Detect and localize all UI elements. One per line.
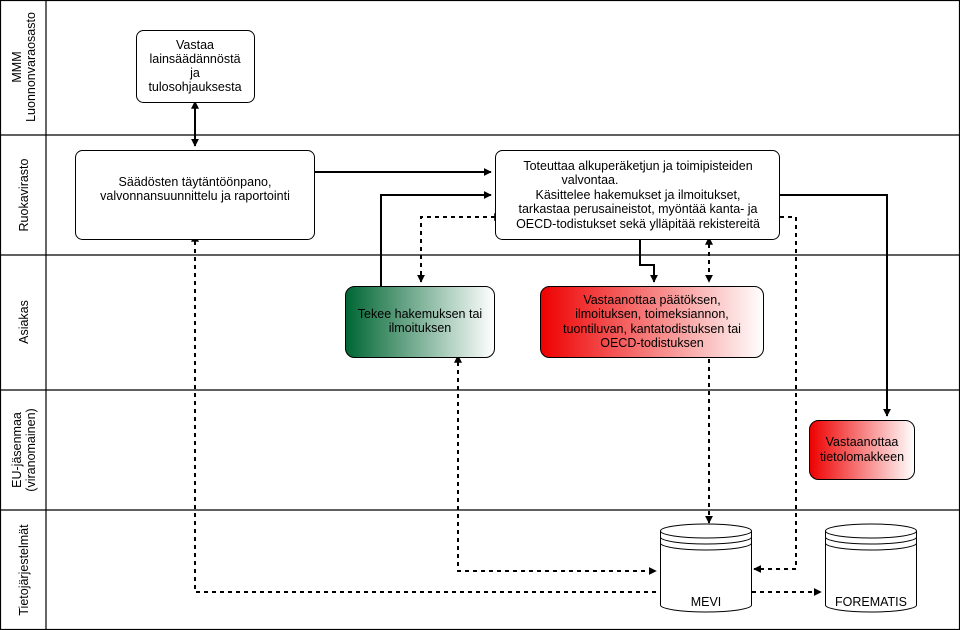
lane-label-line: Ruokavirasto	[17, 158, 31, 231]
edge-toteuttaa-tekee	[417, 213, 503, 283]
lane-label-line: Luonnonvaraosasto	[24, 12, 38, 122]
node-text: OECD-todistuksen	[600, 336, 704, 350]
node-tekee: Tekee hakemuksen tai ilmoituksen	[345, 286, 495, 358]
lane-label-tietojarjestelmat: Tietojärjestelmät	[17, 524, 31, 616]
node-text: Vastaanottaa	[826, 435, 899, 449]
node-text: lainsäädännöstä	[149, 52, 240, 66]
node-text: tuontiluvan, kantatodistuksen tai	[563, 322, 741, 336]
node-text: valvonnansuunnittelu ja raportointi	[100, 189, 290, 203]
lane-label-line: Tietojärjestelmät	[17, 524, 31, 616]
node-text: ja	[189, 66, 200, 80]
edge-tekee-mevi	[454, 354, 657, 575]
edge-toteuttaa-mevi	[753, 216, 797, 573]
node-text: Käsittelee hakemukset ja ilmoitukset,	[536, 188, 741, 202]
lane-label-eu: EU-jäsenmaa (viranomainen)	[10, 408, 38, 491]
node-text: Vastaanottaa päätöksen,	[583, 293, 720, 307]
node-text: Toteuttaa alkuperäketjun ja toimipisteid…	[523, 159, 752, 173]
node-text: ilmoituksen, toimeksiannon,	[575, 307, 729, 321]
edge-toteuttaa-tietolomake	[780, 194, 891, 417]
node-text: tietolomakkeen	[820, 450, 904, 464]
node-text: OECD-todistukset sekä ylläpitää rekister…	[516, 217, 760, 231]
node-toteuttaa: Toteuttaa alkuperäketjun ja toimipisteid…	[495, 150, 780, 240]
edges	[191, 100, 891, 596]
node-vastaa: Vastaa lainsäädännöstä ja tulosohjaukses…	[136, 30, 255, 103]
node-saadosten: Säädösten täytäntöönpano, valvonnansuunn…	[75, 150, 315, 240]
node-text: ilmoituksen	[389, 321, 452, 335]
node-text: tulosohjauksesta	[148, 80, 241, 94]
lane-label-line: (viranomainen)	[24, 408, 38, 491]
edge-tekee-toteuttaa	[380, 191, 492, 286]
lane-label-line: EU-jäsenmaa	[10, 412, 24, 488]
node-vastaanottaa-paatoksen: Vastaanottaa päätöksen, ilmoituksen, toi…	[540, 286, 764, 358]
node-text: tarkastaa perusaineistot, myöntää kanta-…	[518, 202, 757, 216]
database-forematis: FOREMATIS	[825, 523, 917, 613]
lane-label-ruokavirasto: Ruokavirasto	[17, 158, 31, 231]
database-mevi: MEVI	[660, 523, 752, 613]
lane-label-line: Asiakas	[17, 300, 31, 344]
lane-label-line: MMM	[10, 51, 24, 82]
node-text: Vastaa	[176, 38, 214, 52]
database-label: FOREMATIS	[835, 595, 907, 609]
edge-toteuttaa-vastaanottaa	[639, 240, 658, 283]
database-label: MEVI	[691, 595, 722, 609]
node-vastaanottaa-tietolomakkeen: Vastaanottaa tietolomakkeen	[809, 420, 915, 480]
node-text: valvontaa.	[562, 173, 619, 187]
node-text: Säädösten täytäntöönpano,	[119, 175, 272, 189]
lane-label-asiakas: Asiakas	[17, 300, 31, 344]
edge-saadosten-mevi	[191, 233, 656, 593]
lane-label-mmm: MMM Luonnonvaraosasto	[10, 12, 38, 122]
node-text: Tekee hakemuksen tai	[358, 307, 482, 321]
